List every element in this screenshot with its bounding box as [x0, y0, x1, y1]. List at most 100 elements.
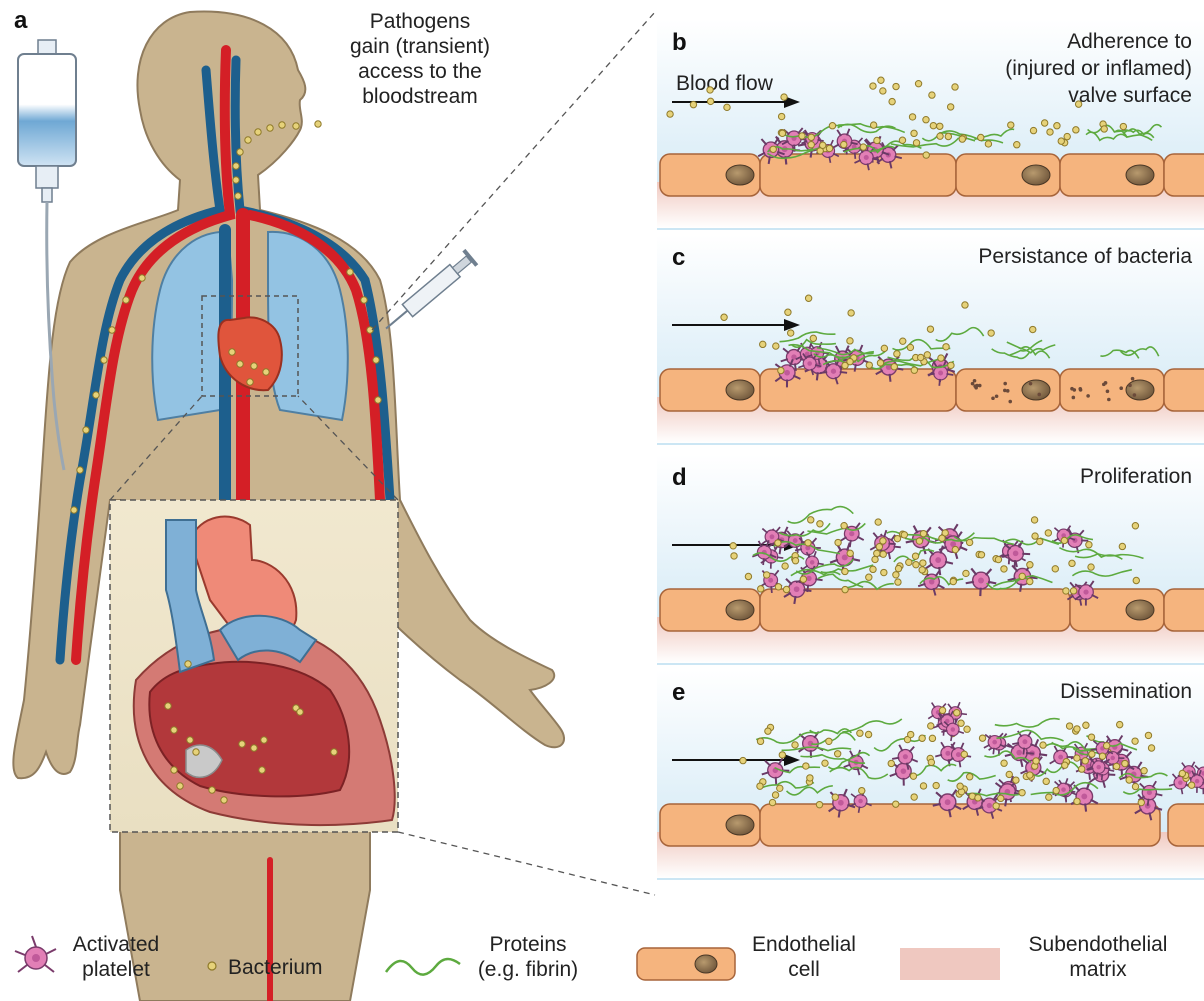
bacterium [952, 546, 958, 552]
flow-label: Blood flow [676, 72, 774, 95]
bacterium [959, 136, 965, 142]
bacterium [912, 553, 918, 559]
bacterium [817, 521, 823, 527]
bacterium [139, 275, 145, 281]
bacterium [1089, 751, 1095, 757]
bacterium [908, 731, 914, 737]
panel-title: (injured or inflamed) [1005, 57, 1192, 80]
bacterium [1079, 766, 1085, 772]
bacterium [964, 726, 970, 732]
bacterium [893, 572, 899, 578]
panel-title: Adherence to [1067, 30, 1192, 53]
bacterium [1066, 723, 1072, 729]
bacterium [779, 130, 785, 136]
bacterium [805, 295, 811, 301]
bacterium [847, 358, 853, 364]
endothelial-cell [660, 369, 760, 411]
endothelial-cell [760, 154, 956, 196]
bacterium [745, 573, 751, 579]
bacterium [239, 741, 245, 747]
endothelial-cell [956, 369, 1060, 411]
bacterium [880, 538, 886, 544]
bacterium [1074, 798, 1080, 804]
bacterium [978, 134, 984, 140]
bacterium [866, 362, 872, 368]
bacterium [315, 121, 321, 127]
bacterium [906, 559, 912, 565]
bacterium [1088, 734, 1094, 740]
bacterium [979, 735, 985, 741]
bacterium [1046, 794, 1052, 800]
bacterium [919, 735, 925, 741]
bacterium [1082, 758, 1088, 764]
bacterium [1120, 123, 1126, 129]
endothelial-cell [760, 589, 1070, 631]
bacterium [799, 133, 805, 139]
bacterium [1031, 517, 1037, 523]
bacterium [667, 111, 673, 117]
bacterium [893, 801, 899, 807]
bacterium [1122, 760, 1128, 766]
bacterium [857, 730, 863, 736]
bacterium [911, 367, 917, 373]
svg-text:access to the: access to the [358, 60, 482, 83]
legend-fibrin-icon [386, 959, 460, 975]
bacterium [247, 379, 253, 385]
bacterium [803, 763, 809, 769]
bacterium [995, 556, 1001, 562]
bacterium [1138, 799, 1144, 805]
bacterium [1058, 138, 1064, 144]
bacterium [1179, 770, 1185, 776]
endothelial-cell [956, 154, 1060, 196]
bacterium [101, 357, 107, 363]
bacterium [900, 338, 906, 344]
panel-title: Proliferation [1080, 465, 1192, 488]
bacterium [847, 338, 853, 344]
bacterium [915, 80, 921, 86]
bacterium [874, 137, 880, 143]
bacterium [911, 130, 917, 136]
panel-letter: b [672, 29, 687, 56]
bacterium [757, 738, 763, 744]
bacterium [245, 137, 251, 143]
bacterium [758, 586, 764, 592]
bacterium [373, 357, 379, 363]
endothelial-cell [1060, 154, 1164, 196]
bacterium [123, 297, 129, 303]
legend-bacterium-label: Bacterium [228, 956, 323, 979]
bacterium [690, 101, 696, 107]
bacterium [967, 774, 973, 780]
panel-a-letter: a [14, 7, 28, 34]
bacterium [1043, 778, 1049, 784]
valve-panels: bAdherence to(injured or inflamed)valve … [657, 20, 1204, 880]
bacterium [842, 586, 848, 592]
bacterium [724, 104, 730, 110]
bacterium [259, 767, 265, 773]
bacterium [808, 142, 814, 148]
bacterium [1019, 573, 1025, 579]
legend-endothelial-icon [637, 948, 735, 980]
bacterium [916, 538, 922, 544]
bacterium [889, 98, 895, 104]
bacterium [1063, 588, 1069, 594]
bacterium [1008, 122, 1014, 128]
bacterium [923, 116, 929, 122]
bacterium [807, 775, 813, 781]
bacterium [731, 553, 737, 559]
endothelial-cell [1164, 154, 1204, 196]
bacterium [1116, 721, 1122, 727]
bacterium [945, 133, 951, 139]
bacterium [347, 269, 353, 275]
bacterium [880, 551, 886, 557]
endothelial-cell [1060, 369, 1164, 411]
bacterium [917, 354, 923, 360]
iv-bag [18, 54, 76, 166]
bacterium [1027, 562, 1033, 568]
bacterium [961, 751, 967, 757]
bacterium [263, 369, 269, 375]
bacterium [911, 794, 917, 800]
bacterium [808, 134, 814, 140]
bacterium [928, 723, 934, 729]
svg-text:bloodstream: bloodstream [362, 85, 478, 108]
endothelial-cell [1168, 804, 1204, 846]
